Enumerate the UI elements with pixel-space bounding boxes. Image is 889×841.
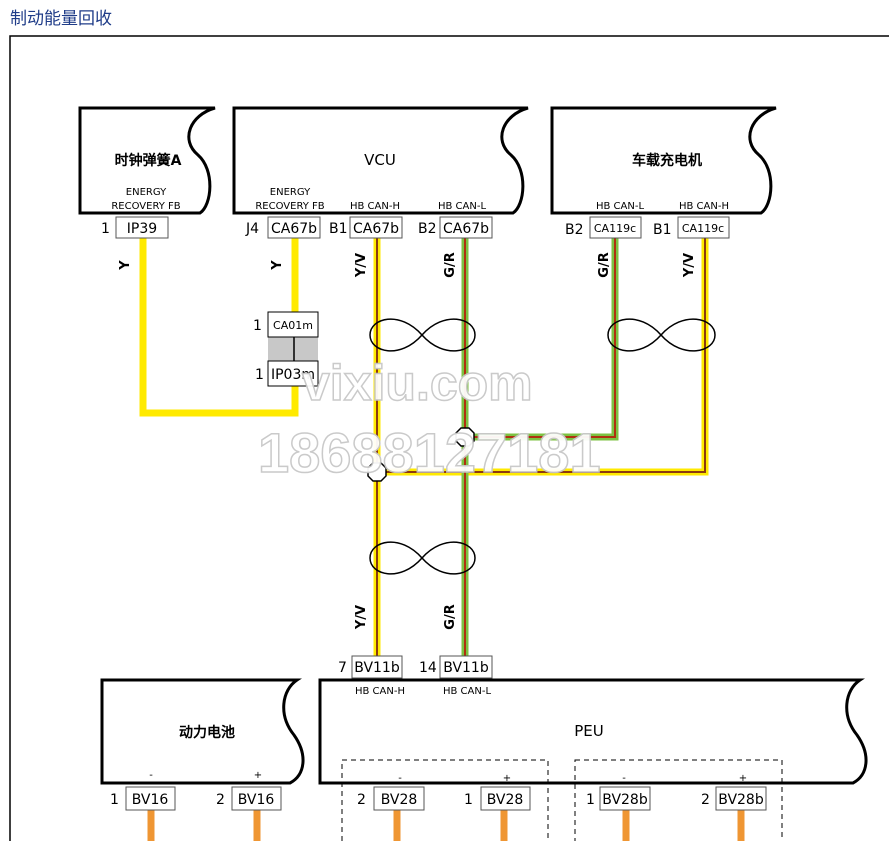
connector-label: CA67b [271,221,317,237]
wire-color-label: G/R [443,252,458,277]
pin-number: 1 [586,792,595,808]
pin-number: 1 [110,792,119,808]
signal-label: HB CAN-H [355,686,405,697]
pin-number: B1 [329,221,348,237]
polarity-label: + [739,773,747,784]
watermark: vixiu.com [302,355,533,411]
polarity-label: + [254,770,262,781]
connector-boxes [115,216,767,811]
pin-number: 1 [253,318,262,334]
polarity-label: - [398,773,402,784]
wire-color-label: Y/V [354,253,369,278]
connector-label: BV16 [132,792,169,808]
wire-color-label: G/R [597,252,612,277]
pin-number: 2 [216,792,225,808]
connector-label: CA119c [682,222,724,235]
pin-number: 14 [419,660,437,676]
splice-icon [367,462,387,482]
page-title: 制动能量回收 [10,9,112,29]
signal-label: ENERGY [270,187,311,198]
connector-label: BV16 [238,792,275,808]
wire-color-label: Y [118,260,133,271]
pin-number: 2 [357,792,366,808]
peu-group-2 [574,759,783,841]
signal-label: RECOVERY FB [255,201,324,212]
power-wires [147,810,745,841]
signal-label: HB CAN-H [350,201,400,212]
vcu-box [232,106,529,215]
peu-label: PEU [574,722,604,740]
pin-number: B1 [653,222,672,238]
connector-label: BV28b [602,792,648,808]
diagram-frame [9,35,889,841]
peu-box [318,678,868,785]
signal-label: HB CAN-L [596,201,644,212]
signal-label: RECOVERY FB [111,201,180,212]
connector-label: IP03m [271,367,315,383]
inline-connector-body [268,337,318,361]
connector-label: BV28 [381,792,418,808]
polarity-label: - [622,773,626,784]
peu-group-1 [341,759,549,841]
connector-label: CA119c [594,222,636,235]
polarity-label: - [149,770,153,781]
connector-label: CA67b [443,221,489,237]
wire-color-label: Y [270,260,285,271]
pin-number: 1 [255,367,264,383]
wires [139,238,745,841]
connector-label: BV28b [718,792,764,808]
connector-label: CA67b [353,221,399,237]
connector-label: IP39 [127,221,157,237]
battery-box [100,678,305,785]
twist-icon [369,318,476,352]
clockspring-label: 时钟弹簧A [115,152,182,169]
charger-box [550,106,777,215]
wire-energy-y [139,238,299,417]
pin-number: B2 [418,221,437,237]
twisted-pair-icons [369,318,716,575]
pin-number: 2 [701,792,710,808]
wire-color-label: G/R [443,604,458,629]
signal-label: ENERGY [126,187,167,198]
charger-label: 车载充电机 [632,152,702,169]
pin-number: B2 [565,222,584,238]
signal-label: HB CAN-L [438,201,486,212]
pin-number: 7 [338,660,347,676]
twist-icon [369,541,476,575]
vcu-label: VCU [364,151,396,169]
ip03m-box [267,360,319,387]
connector-label: BV11b [443,660,489,676]
twist-icon [607,318,716,352]
polarity-label: + [503,773,511,784]
pin-number: 1 [464,792,473,808]
pin-number: 1 [101,221,110,237]
signal-label: HB CAN-L [443,686,491,697]
wire-color-label: Y/V [354,605,369,630]
signal-label: HB CAN-H [679,201,729,212]
ca01m-box [267,311,319,338]
battery-label: 动力电池 [179,724,235,741]
watermark: 18688127181 [258,421,601,484]
pin-number: J4 [245,221,259,237]
connector-label: BV11b [354,660,400,676]
wire-color-label: Y/V [682,253,697,278]
splice-icon [455,427,475,447]
connector-label: CA01m [273,319,313,332]
connector-label: BV28 [487,792,524,808]
clockspring-box [78,106,216,215]
